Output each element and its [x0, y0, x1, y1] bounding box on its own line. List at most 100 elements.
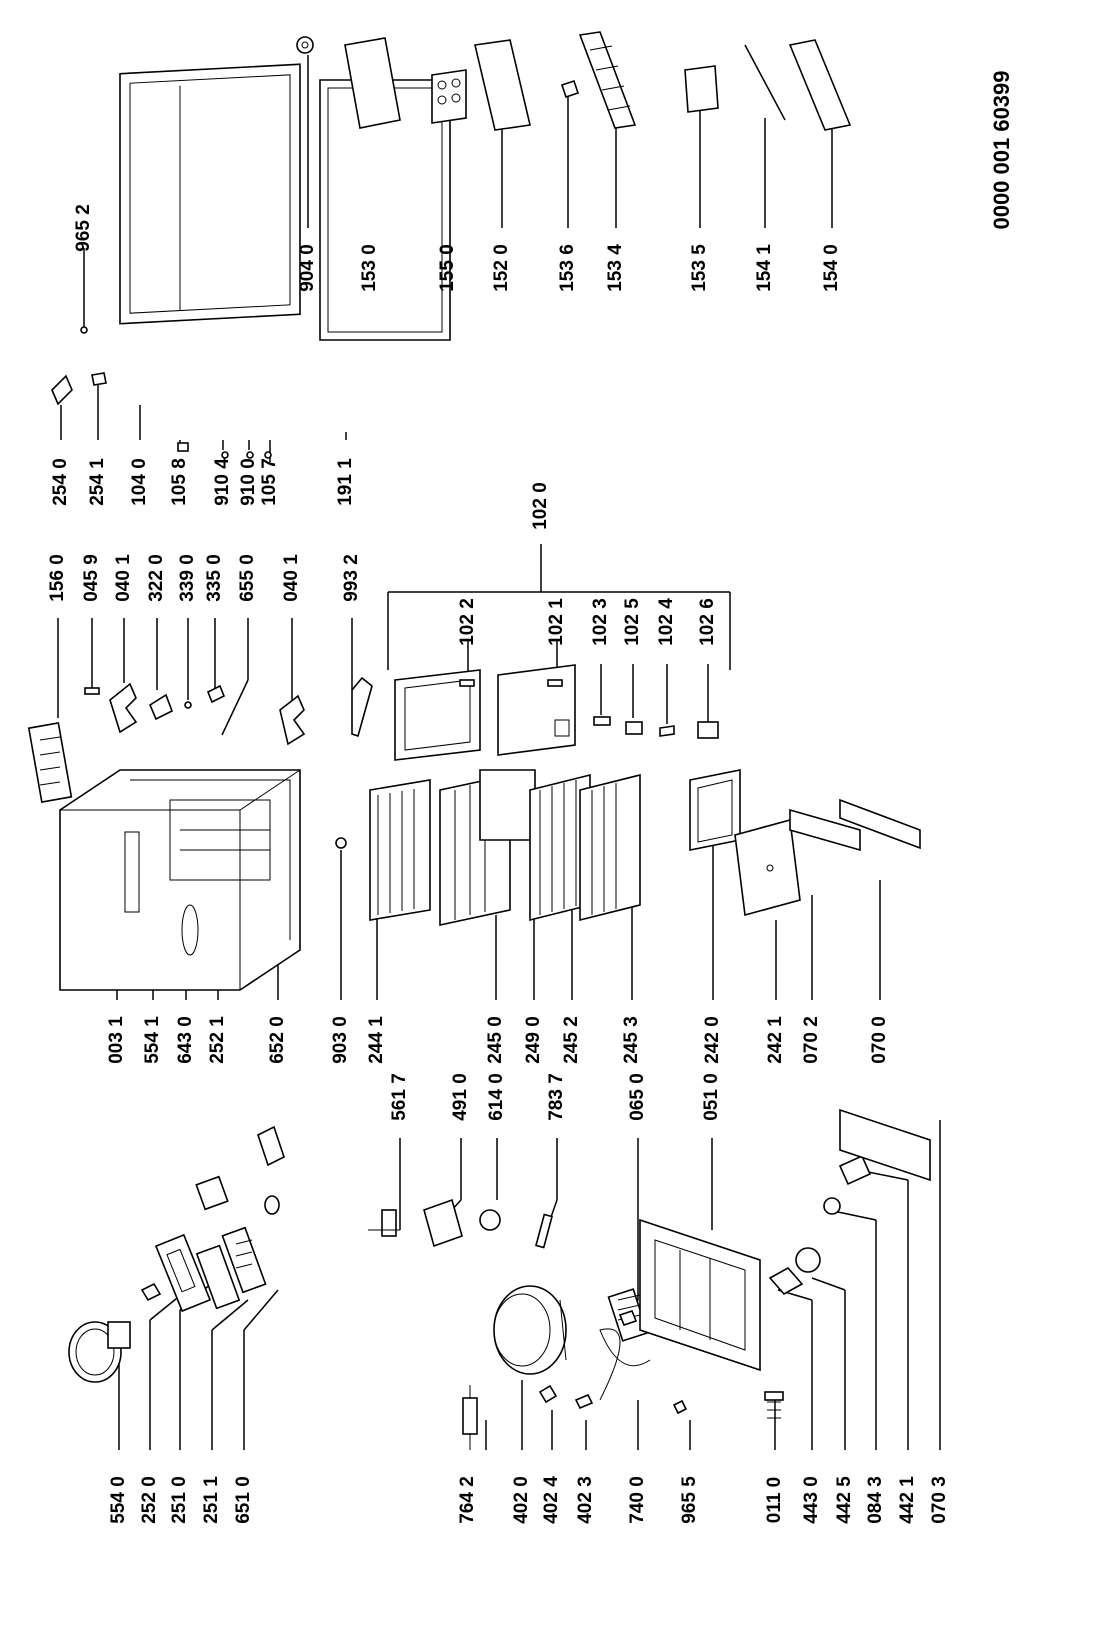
bracket-part [177, 442, 189, 452]
part-label-442-1: 442 1 [897, 1476, 918, 1524]
bottle-retainer-part [578, 31, 637, 129]
grommet-part [538, 1384, 558, 1404]
part-label-102-4: 102 4 [656, 598, 677, 646]
part-label-102-6: 102 6 [697, 598, 718, 646]
part-label-154-0: 154 0 [821, 244, 842, 292]
cover-part [423, 1198, 463, 1248]
clip-part [574, 1393, 594, 1410]
part-label-252-0: 252 0 [139, 1476, 160, 1524]
part-label-651-0: 651 0 [233, 1476, 254, 1524]
sensor-part [535, 1213, 553, 1249]
part-label-443-0: 443 0 [801, 1476, 822, 1524]
part-label-011-0: 011 0 [764, 1477, 785, 1524]
part-label-903-0: 903 0 [330, 1016, 351, 1064]
part-label-153-4: 153 4 [605, 244, 626, 292]
part-label-065-0: 065 0 [627, 1073, 648, 1121]
freezer-compartment-part [497, 664, 576, 756]
part-label-993-2: 993 2 [341, 554, 362, 602]
part-label-156-0: 156 0 [47, 554, 68, 602]
hinge-part [109, 682, 138, 734]
part-label-554-1: 554 1 [142, 1016, 163, 1064]
egg-rack-part [431, 69, 467, 124]
part-label-402-0: 402 0 [511, 1476, 532, 1524]
screw-part [221, 451, 229, 459]
part-label-402-4: 402 4 [541, 1476, 562, 1524]
drawer-rail-part [839, 798, 921, 850]
part-label-105-8: 105 8 [169, 458, 190, 506]
part-label-084-3: 084 3 [865, 1476, 886, 1524]
part-label-102-5: 102 5 [622, 598, 643, 646]
part-label-153-5: 153 5 [689, 244, 710, 292]
screw-part [246, 451, 254, 459]
drawer-cover-part [789, 808, 861, 852]
part-label-242-1: 242 1 [765, 1016, 786, 1064]
part-label-102-3: 102 3 [590, 598, 611, 646]
part-label-652-0: 652 0 [267, 1016, 288, 1064]
part-label-904-0: 904 0 [297, 244, 318, 292]
hinge-pin-part [593, 716, 611, 726]
part-label-561-7: 561 7 [389, 1073, 410, 1121]
thermostat-housing-part [154, 1233, 212, 1313]
part-label-152-0: 152 0 [491, 244, 512, 292]
part-label-965-2: 965 2 [73, 204, 94, 252]
part-label-910-0: 910 0 [238, 458, 259, 506]
compressor-part [493, 1285, 567, 1375]
screw-part [184, 701, 192, 709]
clip-part [547, 679, 563, 687]
wire-shelf-part [579, 773, 641, 922]
hinge-part [148, 693, 174, 721]
bottle-rack-part [344, 37, 401, 129]
thermostat-cover-part [195, 1244, 241, 1310]
clip-part [140, 1282, 162, 1302]
handle-part [697, 721, 719, 739]
part-label-643-0: 643 0 [175, 1016, 196, 1064]
frame-part [394, 669, 481, 761]
part-label-153-6: 153 6 [557, 244, 578, 292]
relay-part [618, 1310, 638, 1326]
part-label-322-0: 322 0 [146, 554, 167, 602]
part-label-105-7: 105 7 [259, 458, 280, 506]
part-label-154-1: 154 1 [754, 244, 775, 292]
plug-part [80, 326, 88, 334]
part-label-040-1b: 040 1 [281, 554, 302, 602]
part-label-554-0: 554 0 [108, 1476, 129, 1524]
part-label-102-1: 102 1 [546, 598, 567, 646]
shelf-trim-part [479, 769, 536, 841]
egg-tray-part [27, 722, 73, 803]
part-label-251-1: 251 1 [201, 1476, 222, 1524]
filter-part [462, 1385, 478, 1450]
latch-part [659, 725, 675, 737]
screw-part [672, 1399, 688, 1415]
part-label-244-1: 244 1 [366, 1016, 387, 1064]
part-label-442-5: 442 5 [834, 1476, 855, 1524]
switch-knob-part [479, 1209, 501, 1231]
part-label-153-0: 153 0 [359, 244, 380, 292]
cap-part [335, 837, 347, 849]
hinge-part [279, 694, 306, 746]
wire-shelf-part [369, 779, 431, 921]
handle-clip-part [91, 372, 107, 386]
door-part [119, 63, 301, 325]
part-label-402-3: 402 3 [575, 1476, 596, 1524]
part-label-965-5: 965 5 [679, 1476, 700, 1524]
door-balcony-part [474, 39, 531, 131]
fan-motor-part [68, 1321, 131, 1383]
door-shelf-part [788, 39, 852, 131]
clip-part [560, 79, 580, 99]
plate-part [625, 721, 643, 735]
part-label-655-0: 655 0 [237, 554, 258, 602]
part-label-783-7: 783 7 [546, 1073, 567, 1121]
cabinet-part [59, 769, 301, 991]
part-label-254-0: 254 0 [50, 458, 71, 506]
part-label-614-0: 614 0 [486, 1073, 507, 1121]
part-label-102-2: 102 2 [457, 598, 478, 646]
handle-part [51, 374, 73, 406]
part-label-051-0: 051 0 [701, 1073, 722, 1121]
thermostat-part [368, 1209, 400, 1237]
part-label-491-0: 491 0 [450, 1073, 471, 1121]
rod-part [744, 44, 786, 121]
screw-part [264, 451, 272, 459]
part-label-003-1: 003 1 [106, 1016, 127, 1064]
part-label-764-2: 764 2 [457, 1476, 478, 1524]
